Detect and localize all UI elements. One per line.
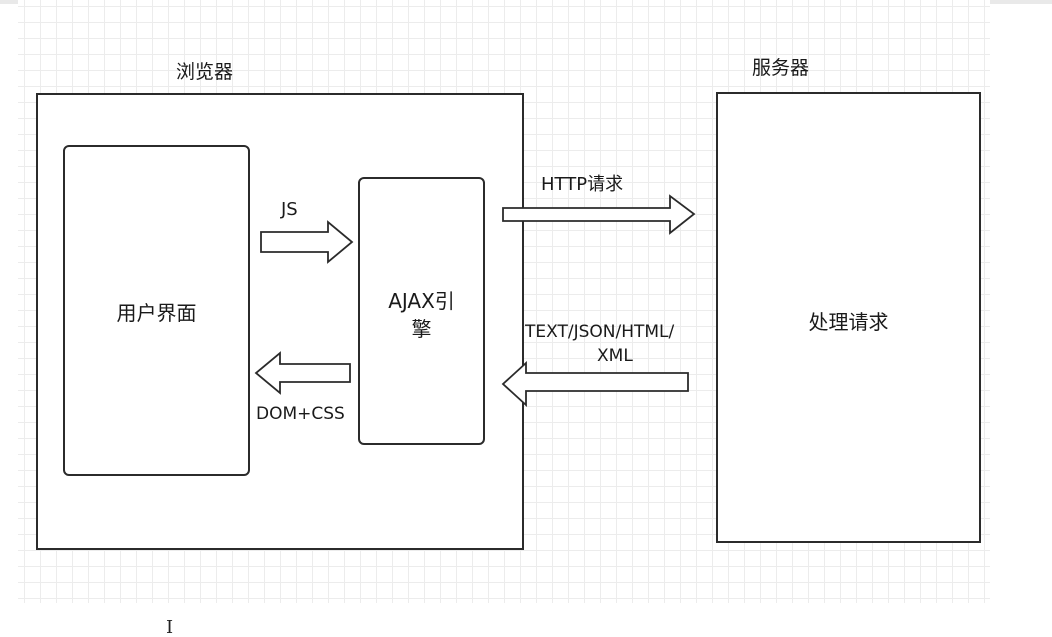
user-interface-box: 用户界面 — [63, 145, 250, 476]
ajax-engine-label-line1: AJAX引 — [388, 289, 455, 313]
response-label-line2: XML — [597, 346, 633, 366]
http-request-arrow-right — [502, 194, 696, 235]
ajax-engine-box: AJAX引 擎 — [358, 177, 485, 445]
http-request-label: HTTP请求 — [541, 174, 624, 195]
text-cursor-icon: I — [166, 617, 174, 637]
user-interface-label: 用户界面 — [116, 301, 197, 325]
dom-css-arrow-left — [254, 351, 351, 395]
js-arrow-label: JS — [281, 199, 298, 220]
browser-title: 浏览器 — [176, 61, 234, 83]
server-processing-label: 处理请求 — [808, 310, 889, 334]
js-arrow-right — [260, 220, 354, 264]
server-box: 处理请求 — [716, 92, 981, 543]
dom-css-arrow-label: DOM+CSS — [256, 404, 345, 424]
response-label-line1: TEXT/JSON/HTML/ — [525, 322, 675, 342]
ajax-engine-label-line2: 擎 — [411, 317, 432, 341]
server-title: 服务器 — [752, 57, 810, 79]
response-arrow-left — [501, 360, 689, 408]
